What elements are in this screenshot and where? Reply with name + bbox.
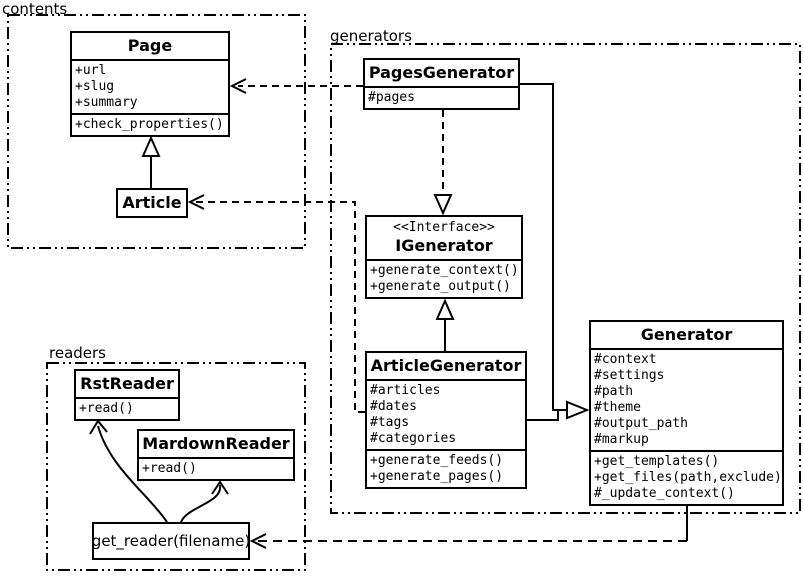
class-method: +generate_pages() [370, 469, 504, 484]
class-attribute: #markup [594, 432, 649, 447]
class-igenerator-methods: +generate_context()+generate_output() [367, 261, 521, 297]
contents-package-border [7, 14, 306, 249]
class-generator: Generator #context#settings#path#theme#o… [589, 320, 784, 506]
class-attribute: #dates [370, 399, 417, 414]
class-articlegenerator: ArticleGenerator #articles#dates#tags#ca… [365, 351, 527, 489]
class-method: +generate_context() [370, 263, 519, 278]
class-rstreader-name: RstReader [76, 371, 178, 399]
class-attribute: #context [594, 352, 657, 367]
class-attribute: +summary [75, 95, 138, 110]
function-get-reader: get_reader(filename) [92, 522, 250, 560]
class-method: +read() [79, 401, 134, 416]
class-attribute: +slug [75, 79, 115, 94]
edge-article-to-page-inheritance [141, 135, 161, 188]
edge-pagesgenerator-to-generator-inheritance [520, 83, 590, 421]
class-method: #_update_context() [594, 486, 735, 501]
class-generator-attributes: #context#settings#path#theme#output_path… [591, 350, 782, 450]
edge-articlegenerator-to-igenerator-inheritance [435, 298, 455, 351]
class-attribute: +url [75, 63, 107, 78]
class-igenerator: <<Interface>> IGenerator +generate_conte… [365, 215, 523, 299]
readers-package-label: readers [49, 344, 106, 362]
readers-package-border [46, 362, 306, 571]
class-generator-name: Generator [591, 322, 782, 350]
edge-pagesgenerator-to-page-dependency [229, 78, 363, 94]
class-pagesgenerator: PagesGenerator #pages [363, 58, 520, 110]
edge-generator-to-getreader-dependency [249, 505, 688, 549]
generators-package-border [330, 43, 801, 514]
class-article-name: Article [122, 193, 182, 212]
class-page-attributes: +url+slug+summary [72, 61, 228, 113]
edge-getreader-to-rstreader-call [89, 419, 168, 523]
class-page: Page +url+slug+summary +check_properties… [70, 31, 230, 137]
class-articlegenerator-name: ArticleGenerator [367, 353, 525, 381]
generators-package-label: generators [330, 27, 412, 45]
class-mardownreader-methods: +read() [139, 459, 293, 479]
class-articlegenerator-methods: +generate_feeds()+generate_pages() [367, 449, 525, 487]
class-article: Article [116, 188, 188, 218]
function-get-reader-label: get_reader(filename) [91, 532, 251, 550]
class-pagesgenerator-name: PagesGenerator [365, 60, 518, 88]
contents-package-label: contents [2, 0, 68, 18]
class-attribute: #settings [594, 368, 665, 383]
class-igenerator-name: IGenerator [395, 236, 493, 255]
class-attribute: #output_path [594, 416, 688, 431]
class-generator-methods: +get_templates()+get_files(path,exclude)… [591, 450, 782, 504]
class-attribute: #theme [594, 400, 641, 415]
class-igenerator-stereotype: <<Interface>> [393, 220, 495, 235]
edge-pagesgenerator-to-igenerator-realization [433, 110, 453, 216]
class-pagesgenerator-attributes: #pages [365, 88, 518, 108]
class-attribute: #tags [370, 415, 410, 430]
class-method: +read() [142, 461, 197, 476]
class-attribute: #categories [370, 431, 457, 446]
class-attribute: #path [594, 384, 634, 399]
class-mardownreader-name: MardownReader [139, 431, 293, 459]
class-mardownreader: MardownReader +read() [137, 429, 295, 481]
class-rstreader: RstReader +read() [74, 369, 180, 421]
edge-articlegenerator-to-article-dependency [187, 194, 365, 413]
edge-getreader-to-mardownreader-call [180, 480, 229, 523]
class-method: +generate_feeds() [370, 453, 504, 468]
class-method: +check_properties() [75, 117, 224, 132]
class-method: +get_templates() [594, 454, 720, 469]
class-method: +get_files(path,exclude) [594, 470, 782, 485]
class-page-methods: +check_properties() [72, 113, 228, 135]
class-igenerator-header: <<Interface>> IGenerator [367, 217, 521, 261]
class-attribute: #articles [370, 383, 441, 398]
class-method: +generate_output() [370, 279, 511, 294]
class-attribute: #pages [368, 90, 415, 105]
class-articlegenerator-attributes: #articles#dates#tags#categories [367, 381, 525, 449]
class-page-name: Page [72, 33, 228, 61]
class-rstreader-methods: +read() [76, 399, 178, 419]
